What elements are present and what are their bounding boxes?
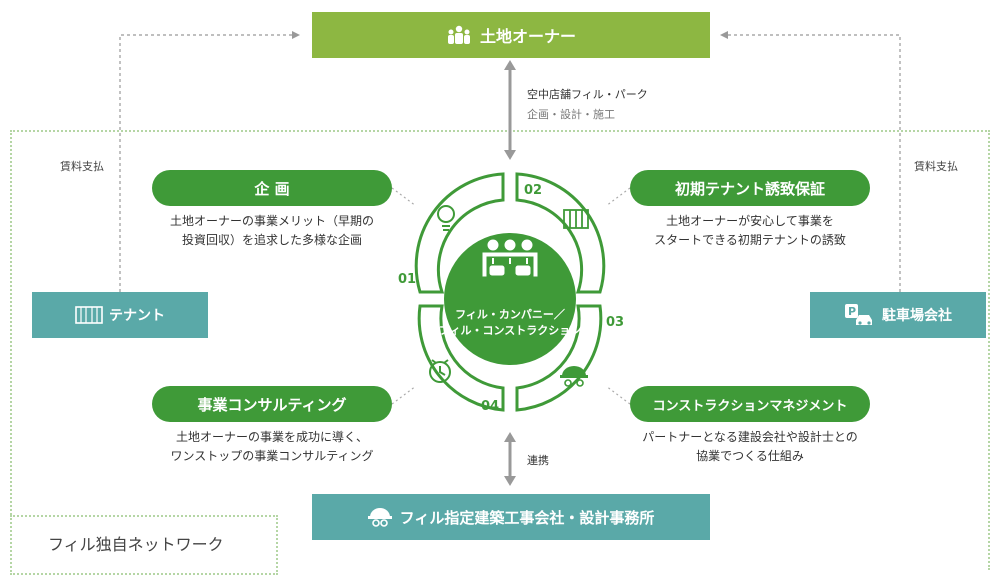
parking-building-icon [482, 239, 538, 277]
planning-desc-line1: 土地オーナーの事業メリット（早期の [169, 214, 374, 228]
center-circle [444, 233, 576, 365]
land-owner-box: 土地オーナー [312, 12, 710, 58]
left-arrowhead [292, 31, 300, 39]
land-owner-label: 土地オーナー [479, 27, 576, 46]
construction-pill: コンストラクションマネジメント [630, 386, 870, 422]
bottom-link-arrow-up [504, 432, 516, 442]
clock-icon [429, 359, 451, 383]
bottom-link-label: 連携 [527, 454, 549, 467]
network-label: フィル独自ネットワーク [48, 535, 224, 554]
parking-box: P 駐車場会社 [810, 292, 986, 338]
right-arrowhead [720, 31, 728, 39]
leader-consulting [391, 385, 417, 405]
top-link-line2: 企画・設計・施工 [527, 108, 615, 121]
guarantee-pill: 初期テナント誘致保証 [630, 170, 870, 206]
right-connector [720, 34, 901, 292]
center-line1: フィル・カンパニー／ [455, 308, 565, 321]
svg-text:P: P [848, 305, 856, 318]
left-connector [119, 34, 300, 292]
tenant-label: テナント [109, 308, 165, 324]
leader-planning [391, 187, 417, 207]
lightbulb-icon [437, 205, 455, 231]
consulting-pill: 事業コンサルティング [152, 386, 392, 422]
segment-02-number: 02 [524, 183, 542, 198]
segment-03-number: 03 [606, 315, 624, 330]
segment-04-number: 04 [481, 399, 499, 414]
segment-01 [414, 172, 505, 294]
segment-01-number: 01 [398, 272, 416, 287]
contractor-box: フィル指定建築工事会社・設計事務所 [312, 494, 710, 540]
tenant-box: テナント [32, 292, 208, 338]
guarantee-desc-line2: スタートできる初期テナントの誘致 [654, 233, 846, 247]
left-payment-label: 賃料支払 [60, 160, 104, 173]
consulting-desc-line1: 土地オーナーの事業を成功に導く、 [175, 430, 368, 444]
building-icon [563, 209, 589, 229]
construction-desc-line2: 協業でつくる仕組み [696, 449, 804, 463]
leader-guarantee [605, 187, 631, 207]
connectors [119, 31, 901, 486]
planning-desc-line2: 投資回収）を追求した多様な企画 [181, 233, 362, 247]
segment-03 [515, 304, 603, 412]
storefront-icon [75, 306, 103, 324]
service-ring: 01 02 03 04 フィル・カンパニー／ フィル・コンストラクション [398, 172, 624, 414]
helmet-icon [367, 508, 392, 527]
consulting-desc-line2: ワンストップの事業コンサルティング [170, 449, 374, 463]
top-link-line1: 空中店舗フィル・パーク [527, 88, 648, 101]
parking-car-icon: P [845, 304, 872, 325]
planning-pill: 企 画 [152, 170, 392, 206]
segment-04 [417, 304, 505, 412]
top-link-arrow-up [504, 60, 516, 70]
center-line2: フィル・コンストラクション [439, 324, 582, 337]
parking-label: 駐車場会社 [882, 308, 952, 324]
bottom-link-arrow-down [504, 476, 516, 486]
helmet-icon [560, 366, 588, 387]
segment-02 [515, 172, 606, 294]
top-link-arrow-down [504, 150, 516, 160]
guarantee-desc-line1: 土地オーナーが安心して事業を [666, 214, 834, 228]
right-payment-label: 賃料支払 [914, 160, 958, 173]
network-region [10, 130, 990, 570]
contractor-label: フィル指定建築工事会社・設計事務所 [399, 508, 655, 527]
people-icon [447, 25, 470, 44]
construction-desc-line1: パートナーとなる建設会社や設計士との [642, 430, 858, 444]
leader-construction [605, 385, 631, 405]
